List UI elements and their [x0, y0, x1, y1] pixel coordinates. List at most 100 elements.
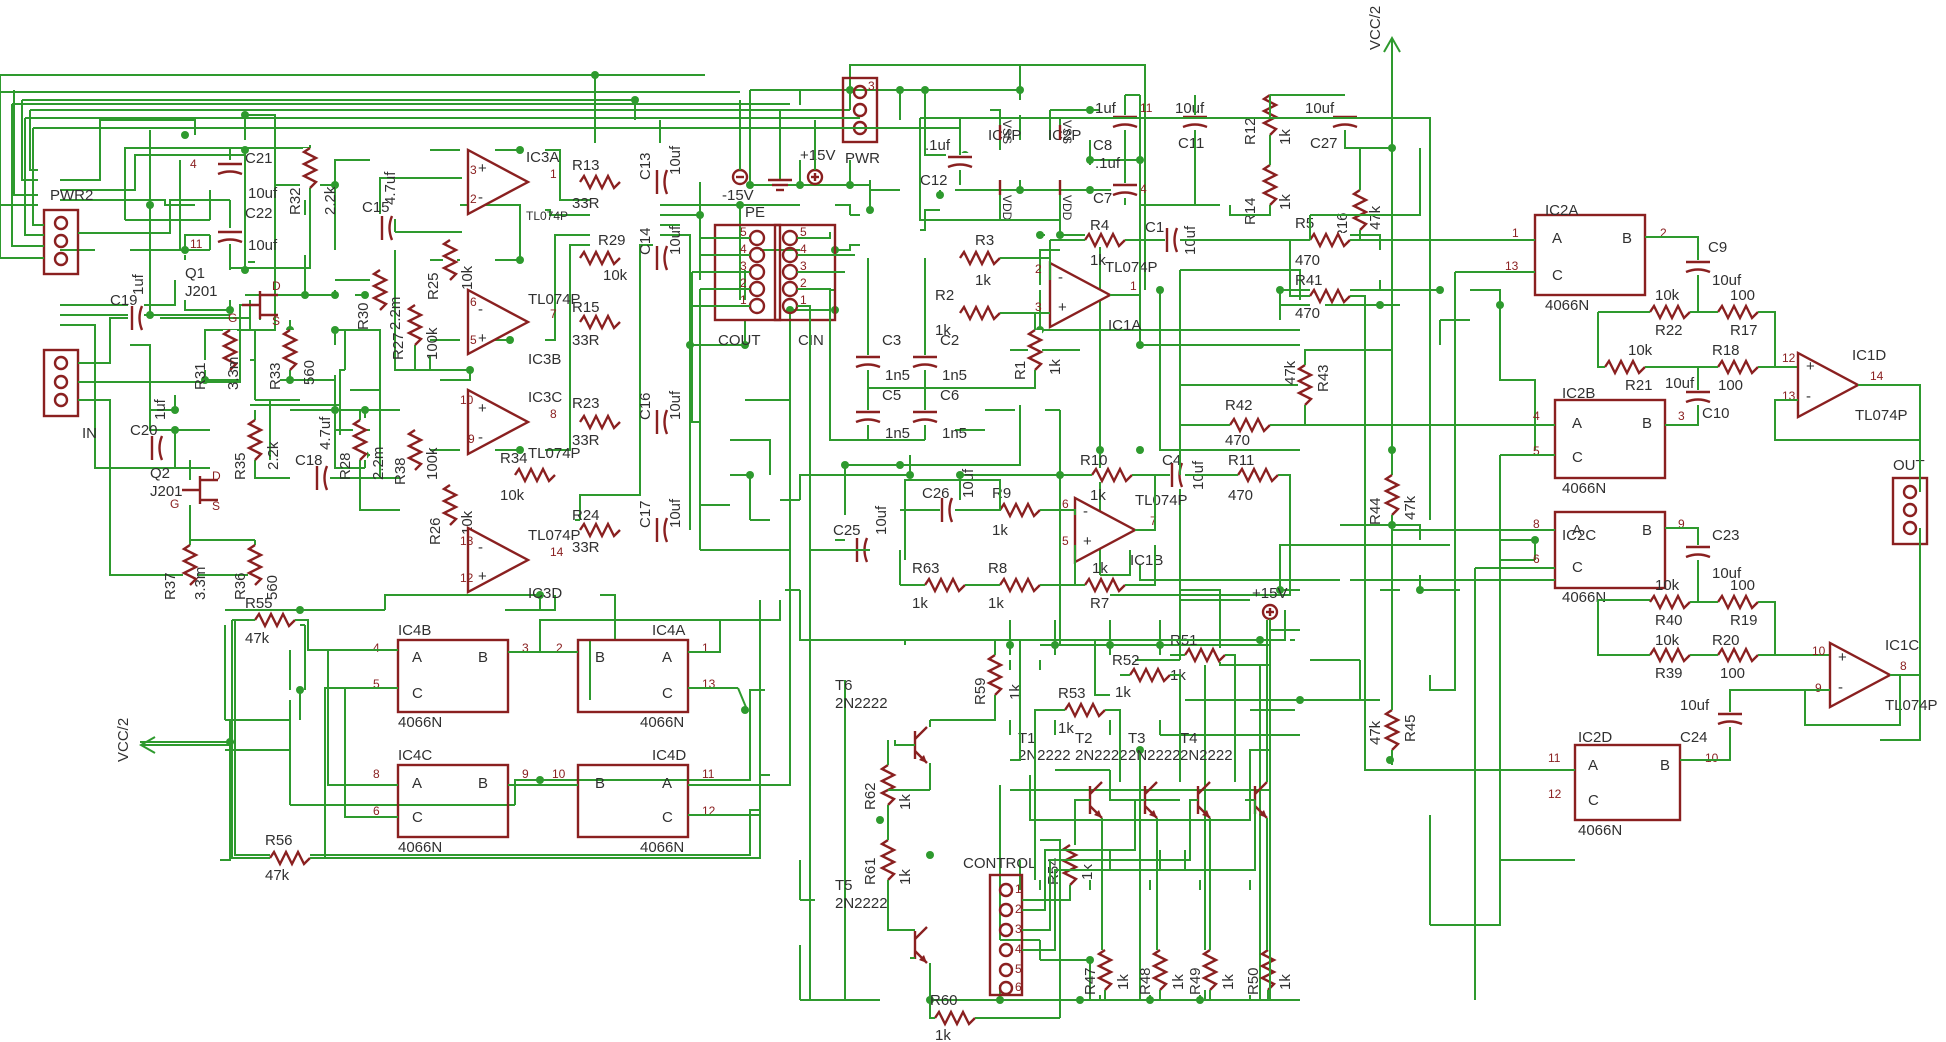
component-label: + — [478, 160, 487, 177]
component-label: 7 — [1150, 514, 1157, 528]
component-label: 13 — [460, 534, 474, 548]
out-connector: OUT — [1891, 457, 1929, 546]
component-label: VCC/2 — [115, 718, 132, 762]
component-label: R48 — [1137, 967, 1154, 995]
component-label: 100 — [1718, 377, 1743, 394]
component-label: 5 — [1062, 534, 1069, 548]
component-label: B — [1642, 522, 1652, 539]
component-label: IC4C — [398, 747, 432, 764]
component-label: R7 — [1090, 595, 1109, 612]
r20-resistor — [1716, 646, 1760, 664]
component-label: 33R — [572, 332, 600, 349]
component-label: R9 — [992, 485, 1011, 502]
r49-resistor — [1201, 948, 1219, 992]
ic2d-switch — [1573, 743, 1682, 822]
component-label: C22 — [245, 205, 273, 222]
component-label: 14 — [1870, 369, 1884, 383]
component-label: 2N2222 — [1075, 747, 1128, 764]
component-label: C — [1572, 449, 1583, 466]
component-label: 2.2m — [387, 297, 404, 330]
c6-capacitor — [909, 406, 941, 426]
component-label: 10uf — [960, 468, 977, 498]
component-label: R34 — [500, 450, 528, 467]
r63-resistor — [923, 576, 967, 594]
component-label: 8 — [550, 407, 557, 421]
component-label: R53 — [1058, 685, 1086, 702]
component-label: C21 — [245, 150, 273, 167]
component-label: 2 — [1015, 902, 1022, 916]
c5-capacitor — [852, 406, 884, 426]
component-label: T2 — [1075, 730, 1093, 747]
component-label: 4 — [190, 157, 197, 171]
component-label: VDD — [1060, 195, 1074, 221]
t1-transistor — [1088, 780, 1104, 820]
component-label: IC3C — [528, 389, 562, 406]
component-label: R56 — [265, 832, 293, 849]
component-label: R25 — [425, 272, 442, 300]
component-label: TL074P — [528, 445, 581, 462]
component-label: 2.2k — [322, 186, 339, 215]
component-label: OUT — [1893, 457, 1925, 474]
component-label: T3 — [1128, 730, 1146, 747]
component-label: 4066N — [1562, 480, 1606, 497]
component-label: 3 — [740, 259, 747, 273]
component-label: IC1A — [1108, 317, 1141, 334]
component-label: + — [1806, 358, 1815, 375]
component-label: CONTROL — [963, 855, 1036, 872]
component-label: 12 — [1782, 351, 1796, 365]
r23-resistor — [578, 413, 622, 431]
component-label: TL074P — [526, 209, 568, 223]
component-label: - — [478, 301, 483, 318]
r3-resistor — [958, 249, 1002, 267]
component-label: T5 — [835, 877, 853, 894]
c15-capacitor — [376, 212, 396, 244]
component-label: 3 — [1678, 409, 1685, 423]
component-label: R29 — [598, 232, 626, 249]
r62-resistor — [879, 763, 897, 807]
component-label: IC2C — [1562, 527, 1596, 544]
component-label: C — [412, 685, 423, 702]
component-label: C7 — [1093, 190, 1112, 207]
component-label: 10k — [1628, 342, 1653, 359]
ic2b-switch — [1553, 398, 1667, 480]
r44-resistor — [1383, 473, 1401, 517]
component-label: + — [478, 330, 487, 347]
component-label: 10 — [1812, 644, 1826, 658]
ic4b-switch — [396, 638, 510, 714]
component-label: 4 — [740, 242, 747, 256]
component-label: C — [1588, 792, 1599, 809]
r50-resistor — [1259, 948, 1277, 992]
component-label: 1 — [800, 293, 807, 307]
component-label: C8 — [1093, 137, 1112, 154]
component-label: C2 — [940, 332, 959, 349]
component-label: 4066N — [398, 839, 442, 856]
component-label: R2 — [935, 287, 954, 304]
component-label: R44 — [1367, 497, 1384, 525]
component-label: IC2B — [1562, 385, 1595, 402]
component-label: R37 — [162, 572, 179, 600]
component-label: 10uf — [1712, 565, 1742, 582]
component-label: + — [1058, 299, 1067, 316]
r45-resistor — [1383, 708, 1401, 752]
component-label: 1k — [1115, 974, 1132, 990]
c22-capacitor — [214, 226, 246, 246]
component-label: + — [478, 400, 487, 417]
component-label: 2 — [1035, 262, 1042, 276]
component-label: B — [1642, 415, 1652, 432]
component-label: 1 — [702, 641, 709, 655]
component-label: 1k — [912, 595, 928, 612]
component-label: IC2A — [1545, 202, 1578, 219]
r22-resistor — [1648, 303, 1692, 321]
c21-capacitor — [214, 158, 246, 178]
r55-resistor — [253, 611, 297, 629]
component-label: 470 — [1295, 305, 1320, 322]
component-label: 8 — [1533, 517, 1540, 531]
r33-resistor — [281, 328, 299, 372]
component-label: T1 — [1018, 730, 1036, 747]
component-label: R35 — [232, 452, 249, 480]
component-label: J201 — [185, 283, 218, 300]
component-label: TL074P — [528, 291, 581, 308]
component-label: R24 — [572, 507, 600, 524]
r34-resistor — [513, 466, 557, 484]
component-label: 2N2222 — [835, 695, 888, 712]
